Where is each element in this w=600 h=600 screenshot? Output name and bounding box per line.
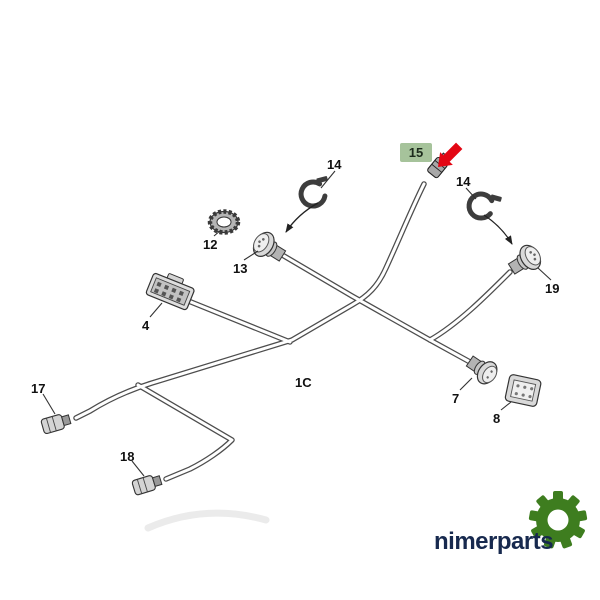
part-label-14a: 14 bbox=[327, 157, 342, 172]
connector-19 bbox=[507, 244, 542, 275]
arrow-14b-icon bbox=[483, 214, 513, 245]
part-label-12: 12 bbox=[203, 237, 218, 252]
selection-arrow-icon bbox=[438, 142, 463, 167]
part-label-17: 17 bbox=[31, 381, 46, 396]
part-12-ring bbox=[207, 209, 241, 235]
part-label-8: 8 bbox=[493, 411, 501, 426]
connector-4 bbox=[145, 272, 195, 311]
logo-text: nimerparts bbox=[434, 528, 554, 555]
connector-17 bbox=[40, 414, 72, 435]
connector-13 bbox=[252, 231, 287, 262]
logo: nimerparts bbox=[430, 491, 598, 562]
part-14b-clamp bbox=[466, 191, 502, 221]
part-label-7: 7 bbox=[452, 391, 460, 406]
part-14a-clamp bbox=[298, 176, 328, 209]
logo-gear-icon bbox=[528, 491, 588, 549]
part-8-housing bbox=[504, 374, 542, 407]
connector-7 bbox=[465, 355, 498, 385]
connector-18 bbox=[131, 475, 163, 496]
part-label-19: 19 bbox=[545, 281, 560, 296]
part-label-14b: 14 bbox=[456, 174, 471, 189]
leader-lines bbox=[42, 170, 552, 477]
arrow-14a-icon bbox=[285, 202, 319, 233]
part-label-18: 18 bbox=[120, 449, 135, 464]
watermark-swoosh bbox=[144, 509, 270, 532]
clamp-direction-arrows bbox=[285, 202, 513, 245]
part-label-4: 4 bbox=[142, 318, 150, 333]
harness-cables-core bbox=[74, 182, 512, 481]
part-label-1c: 1C bbox=[295, 375, 312, 390]
highlighted-part-label-15: 15 bbox=[400, 143, 432, 162]
part-label-13: 13 bbox=[233, 261, 248, 276]
